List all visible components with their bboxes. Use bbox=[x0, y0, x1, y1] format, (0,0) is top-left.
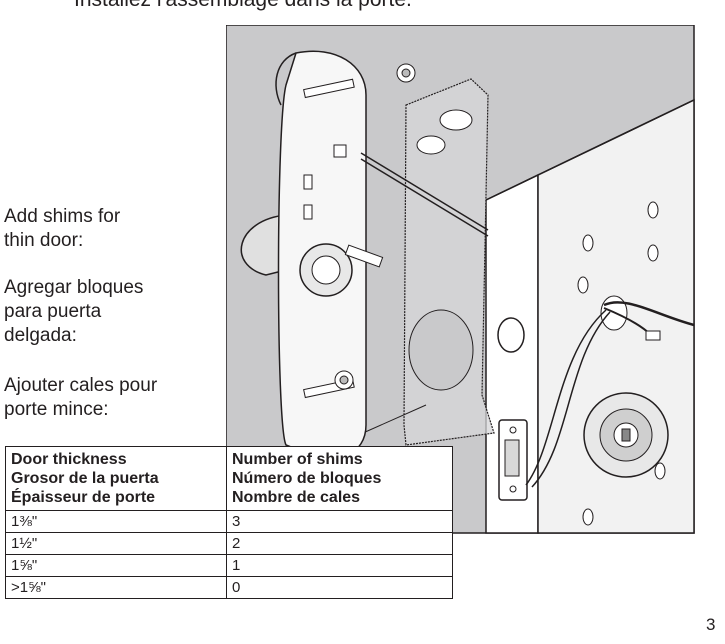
page-heading: Installez l'assemblage dans la porte. bbox=[74, 0, 412, 12]
shim-note-line: thin door: bbox=[4, 230, 84, 251]
shim-gasket bbox=[335, 78, 495, 446]
shim-note-line: para puerta bbox=[4, 301, 102, 322]
header-line: Épaisseur de porte bbox=[11, 489, 156, 506]
shim-note-en: Add shims for thin door: bbox=[4, 205, 204, 253]
door-thickness-cell: 1⅜" bbox=[5, 510, 227, 533]
shim-count-cell: 0 bbox=[226, 576, 453, 599]
column-header-door-thickness: Door thickness Grosor de la puerta Épais… bbox=[5, 446, 227, 511]
door bbox=[485, 98, 695, 534]
shim-note-line: delgada: bbox=[4, 325, 77, 346]
table-row: 1⅝" 1 bbox=[5, 554, 453, 577]
shim-note-line: Ajouter cales pour bbox=[4, 375, 158, 396]
shim-note-fr: Ajouter cales pour porte mince: bbox=[4, 374, 204, 422]
shim-count-cell: 3 bbox=[226, 510, 453, 533]
table-row: 1½" 2 bbox=[5, 532, 453, 555]
table-row: >1⅝" 0 bbox=[5, 576, 453, 599]
shim-note-line: Add shims for bbox=[4, 206, 121, 227]
table-header-row: Door thickness Grosor de la puerta Épais… bbox=[5, 446, 453, 511]
column-header-number-of-shims: Number of shims Número de bloques Nombre… bbox=[226, 446, 453, 511]
header-line: Número de bloques bbox=[232, 470, 382, 487]
header-line: Nombre de cales bbox=[232, 489, 361, 506]
header-line: Number of shims bbox=[232, 451, 363, 468]
header-line: Door thickness bbox=[11, 451, 127, 468]
header-line: Grosor de la puerta bbox=[11, 470, 159, 487]
shim-note-es: Agregar bloques para puerta delgada: bbox=[4, 276, 204, 348]
shim-note-line: porte mince: bbox=[4, 399, 109, 420]
shim-note-line: Agregar bloques bbox=[4, 277, 144, 298]
page-number: 3 bbox=[706, 615, 716, 634]
door-thickness-cell: 1⅝" bbox=[5, 554, 227, 577]
shims-table: Door thickness Grosor de la puerta Épais… bbox=[5, 446, 453, 599]
table-row: 1⅜" 3 bbox=[5, 510, 453, 533]
shim-count-cell: 2 bbox=[226, 532, 453, 555]
shim-count-cell: 1 bbox=[226, 554, 453, 577]
door-thickness-cell: 1½" bbox=[5, 532, 227, 555]
door-thickness-cell: >1⅝" bbox=[5, 576, 227, 599]
